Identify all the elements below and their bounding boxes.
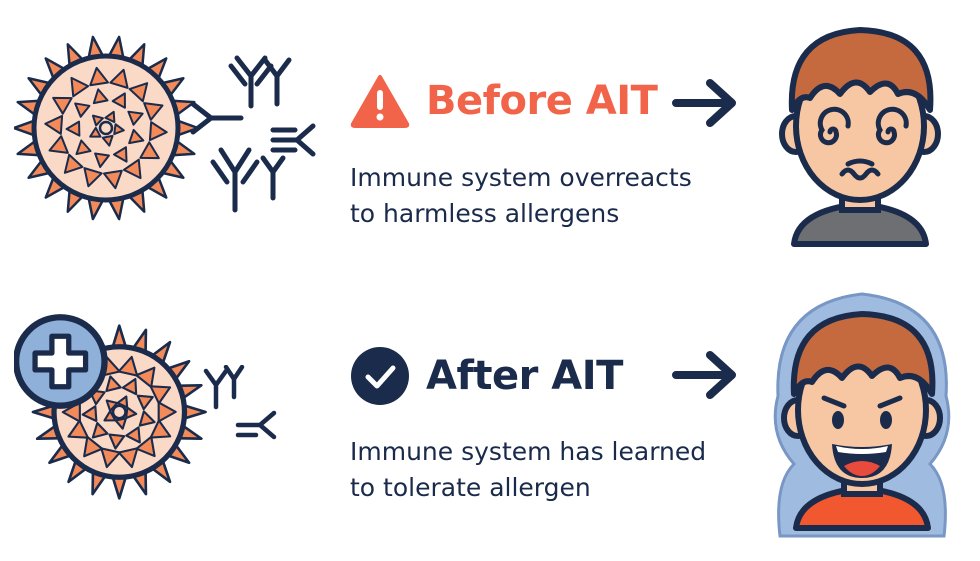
before-title: Before AIT (426, 78, 658, 124)
after-ait-row: After AIT Immune system has learned to t… (0, 280, 980, 561)
before-ait-row: Before AIT Immune system overreacts to h… (0, 0, 980, 275)
check-circle-icon (351, 347, 409, 405)
antibodies-icon (190, 55, 316, 213)
before-description: Immune system overreacts to harmless all… (350, 160, 692, 232)
after-arrow-icon (672, 351, 736, 399)
pollen-allergen-icon (14, 35, 200, 221)
shield-plus-icon (14, 314, 108, 409)
after-title: After AIT (426, 353, 623, 399)
dizzy-face-icon (779, 27, 941, 247)
pollen-allergen-icon (14, 314, 207, 500)
antibodies-icon (203, 365, 277, 440)
warning-triangle-icon (350, 75, 410, 128)
after-heading: After AIT (350, 346, 623, 406)
before-description-line-1: Immune system overreacts (350, 163, 692, 192)
before-heading: Before AIT (350, 74, 658, 128)
after-description-line-2: to tolerate allergen (350, 473, 591, 502)
after-description: Immune system has learned to tolerate al… (350, 434, 706, 506)
before-arrow-icon (672, 79, 736, 127)
happy-face-icon (773, 292, 951, 538)
after-description-line-1: Immune system has learned (350, 437, 707, 466)
before-description-line-2: to harmless allergens (350, 199, 620, 228)
